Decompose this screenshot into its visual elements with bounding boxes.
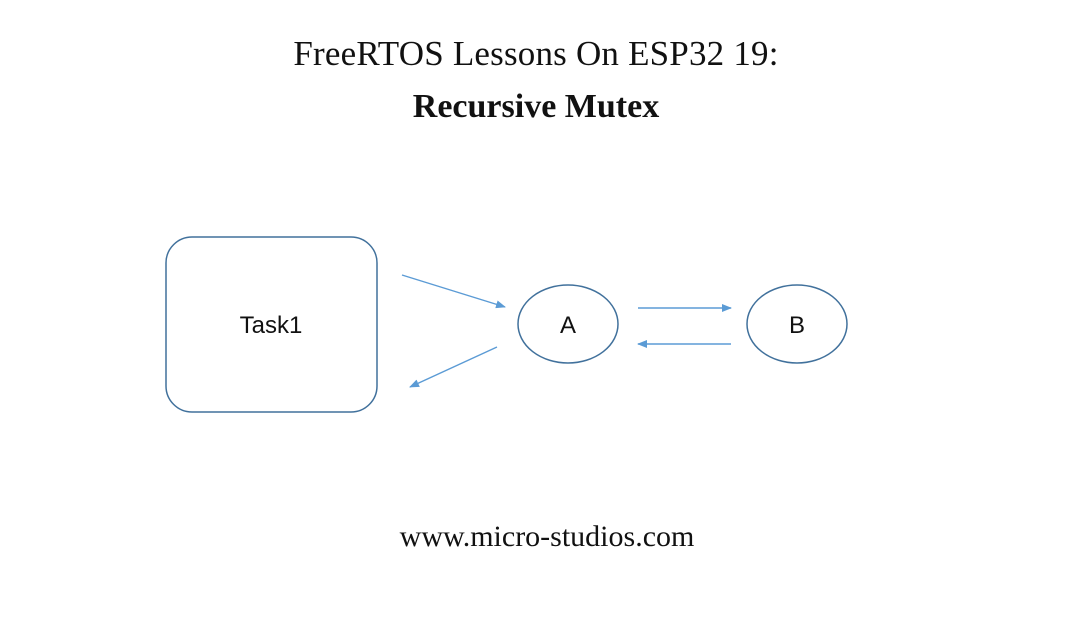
footer-url: www.micro-studios.com (399, 520, 695, 553)
a-ellipse (517, 284, 619, 364)
arrow-a-to-task1 (409, 346, 498, 388)
title-line-1: FreeRTOS Lessons On ESP32 19: (293, 34, 779, 73)
a-label: A (560, 312, 576, 339)
node-b: B (746, 284, 848, 364)
task1-box (165, 236, 378, 413)
title-line-2: Recursive Mutex (412, 88, 660, 125)
node-task1: Task1 (165, 236, 378, 413)
task1-label: Task1 (240, 312, 303, 339)
b-ellipse (746, 284, 848, 364)
node-a: A (517, 284, 619, 364)
arrow-task1-to-a (401, 274, 506, 309)
b-label: B (789, 312, 805, 339)
